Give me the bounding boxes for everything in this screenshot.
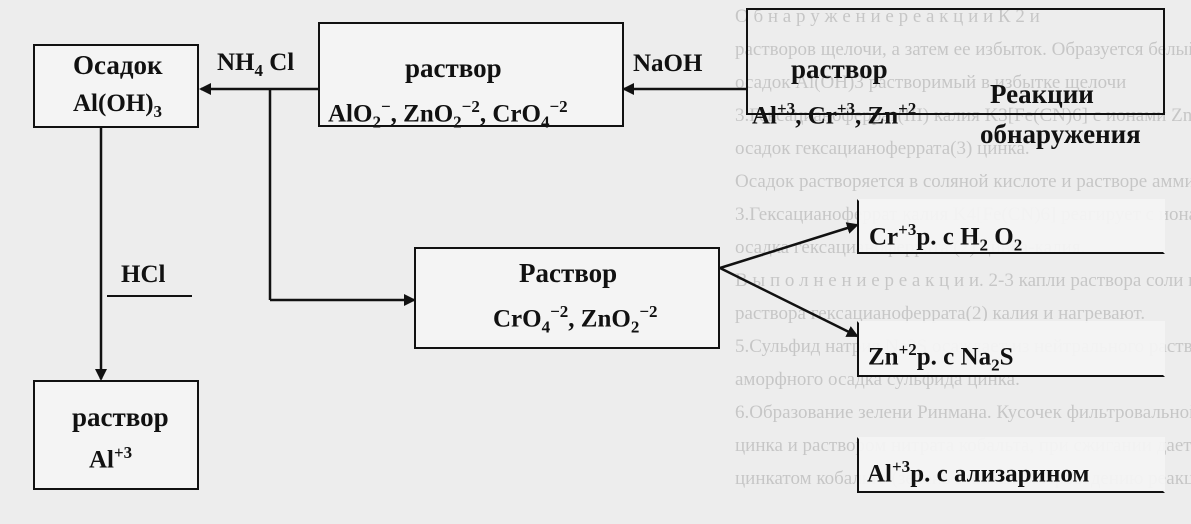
precipitate-formula-main: Al(OH)	[73, 90, 154, 117]
zn-result-text: Zn+2р. с Na2S	[868, 335, 1014, 380]
hcl-divider	[107, 295, 192, 297]
precipitate-formula: Al(OH)3	[73, 89, 162, 127]
top-solution-formula-part-main: , ZnO	[390, 100, 454, 128]
al-result-ion: Al	[867, 460, 892, 488]
start-box-right-line	[1163, 8, 1165, 115]
middle-solution-formula-part-sup: −2	[639, 302, 658, 321]
top-solution-formula-part-main: AlO	[328, 100, 373, 128]
top-solution-formula-part-sub: 2	[453, 112, 462, 132]
background-text-line: осадок Al(OH)3 растворимый в избытке щел…	[735, 72, 1127, 93]
ammonium-chloride-suffix: Cl	[263, 49, 295, 76]
zn-result-charge: +2	[898, 340, 917, 359]
top-solution-formula-part-sup: −	[380, 97, 391, 116]
top-solution-formula-part-main: , CrO	[479, 100, 541, 128]
background-text-line: осадок гексацианоферрата(3) цинка.	[735, 138, 1030, 159]
start-solution-ion-charge: +3	[836, 99, 856, 118]
middle-solution-formula-part-sub: 2	[630, 317, 640, 337]
middle-solution-formula-part-main: , ZnO	[568, 305, 631, 333]
background-text-line: О б н а р у ж е н и е р е а к ц и и К 2 …	[735, 6, 1040, 27]
cr-result-ion: Cr	[869, 223, 899, 251]
zn-result-reagent-sub: 2	[991, 355, 1000, 375]
start-solution-ion-charge: +3	[777, 99, 796, 118]
background-text-line: В ы п о л н е н и е р е а к ц и и. 2-3 к…	[735, 270, 1191, 291]
bottom-solution-formula: Al+3	[89, 438, 132, 475]
ammonium-chloride-sub: 4	[254, 61, 264, 80]
top-solution-node: раствор AlO2−, ZnO2−2, CrO4−2	[318, 22, 624, 131]
naoh-label: NaOH	[633, 50, 703, 77]
hcl-label: HCl	[121, 261, 166, 288]
background-text-line: 6.Образование зелени Ринмана. Кусочек фи…	[735, 402, 1191, 423]
top-solution-formula-part-sub: 4	[540, 112, 550, 132]
middle-solution-title: Раствор	[519, 258, 618, 288]
reactions-separator	[746, 8, 748, 115]
zn-result-reagent-suffix: S	[999, 343, 1014, 371]
start-solution-title: раствор	[791, 54, 888, 84]
top-solution-formula-part-sup: −2	[549, 97, 568, 116]
start-solution-ion-charge: +2	[898, 99, 917, 118]
bottom-solution-formula-sup: +3	[114, 443, 133, 462]
background-text-line: Осадок растворяется в соляной кислоте и …	[735, 171, 1191, 192]
precipitate-formula-sub: 3	[153, 102, 163, 121]
al-result-charge: +3	[892, 457, 911, 476]
cr-result-text: Cr+3р. с H2 O2	[869, 215, 1022, 260]
middle-solution-formula-part-main: CrO	[493, 305, 542, 333]
cr-result-reagent-sub-2: 2	[1013, 235, 1023, 255]
ammonium-chloride-main: NH	[217, 49, 255, 76]
reactions-heading-line-2: обнаружения	[980, 119, 1141, 149]
zn-result-node: Zn+2р. с Na2S	[857, 321, 1165, 377]
ammonium-chloride-label: NH4 Cl	[217, 48, 294, 86]
arrow-middle-to-zn	[719, 266, 859, 338]
precipitate-title: Осадок	[73, 50, 163, 80]
bottom-solution-title: раствор	[72, 402, 169, 432]
middle-solution-formula: CrO4−2, ZnO2−2	[493, 297, 658, 342]
start-box-top-line	[746, 8, 1165, 10]
reactions-underline	[746, 113, 1165, 115]
al-result-node: Al+3р. с ализарином	[857, 437, 1165, 493]
cr-result-reagent-mid: O	[988, 223, 1014, 251]
cr-result-node: Cr+3р. с H2 O2	[857, 199, 1165, 254]
top-solution-formula: AlO2−, ZnO2−2, CrO4−2	[328, 92, 568, 137]
arrow-middle-to-cr	[719, 222, 859, 270]
precipitate-node: Осадок Al(OH)3	[33, 44, 199, 128]
start-solution-ion-main: Al	[752, 102, 777, 130]
reactions-heading-line-1: Реакции	[990, 79, 1094, 109]
cr-result-charge: +3	[898, 220, 917, 239]
cr-result-reagent-prefix: р. с H	[916, 223, 980, 251]
zn-result-ion: Zn	[868, 343, 899, 371]
middle-solution-formula-part-sup: −2	[550, 302, 569, 321]
zn-result-reagent-prefix: р. с Na	[916, 343, 992, 371]
start-solution-node: раствор Al+3, Cr+3, Zn+2	[745, 13, 1165, 130]
background-text-line: растворов щелочи, а затем ее избыток. Об…	[735, 39, 1191, 60]
al-result-text: Al+3р. с ализарином	[867, 452, 1089, 489]
start-solution-ion-main: , Cr	[795, 102, 837, 130]
start-solution-ion-main: , Zn	[855, 102, 899, 130]
top-solution-formula-part-sub: 2	[372, 112, 381, 132]
top-solution-title: раствор	[405, 53, 502, 83]
bottom-solution-node: раствор Al+3	[33, 380, 199, 490]
top-solution-formula-part-sup: −2	[461, 97, 480, 116]
middle-solution-formula-part-sub: 4	[541, 317, 551, 337]
cr-result-reagent-sub-1: 2	[979, 235, 989, 255]
background-text-line: 3.Гексацианоферрат(III) калия K3[Fe(CN)6…	[735, 105, 1191, 126]
bottom-solution-formula-main: Al	[89, 446, 114, 474]
background-text-line: раствора гексацианоферрата(2) калия и на…	[735, 303, 1146, 324]
al-result-reagent: р. с ализарином	[910, 460, 1090, 488]
middle-solution-node: Раствор CrO4−2, ZnO2−2	[414, 247, 720, 349]
